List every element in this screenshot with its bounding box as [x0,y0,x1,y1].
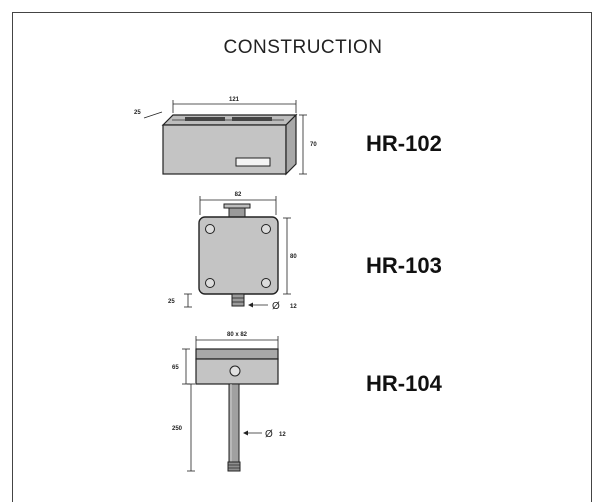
hr104-top-label: 80 x 82 [227,332,248,338]
hr104-drawing: 80 x 82 65 250 Ø 12 [172,332,286,472]
hr102-height-label: 70 [310,142,317,148]
hr103-diameter-label: 12 [290,304,297,310]
drawing-frame [12,12,592,502]
hr102-depth-label: 25 [134,110,141,116]
model-label-hr103: HR-103 [366,253,442,278]
page-title: CONSTRUCTION [223,37,383,58]
hr104-diameter-symbol: Ø [265,429,273,440]
hr104-probe-label: 250 [172,426,183,432]
hr103-drawing: 82 80 25 Ø 12 [168,192,297,312]
hr104-diameter-label: 12 [279,432,286,438]
hr102-drawing: 121 25 70 [134,97,317,176]
hr103-stem-label: 25 [168,299,175,305]
model-label-hr104: HR-104 [366,371,442,396]
hr104-head-label: 65 [172,365,179,371]
model-label-hr102: HR-102 [366,131,442,156]
hr103-width-label: 82 [235,192,242,198]
hr103-diameter-symbol: Ø [272,301,280,312]
hr102-width-label: 121 [229,97,240,103]
hr103-height-label: 80 [290,254,297,260]
